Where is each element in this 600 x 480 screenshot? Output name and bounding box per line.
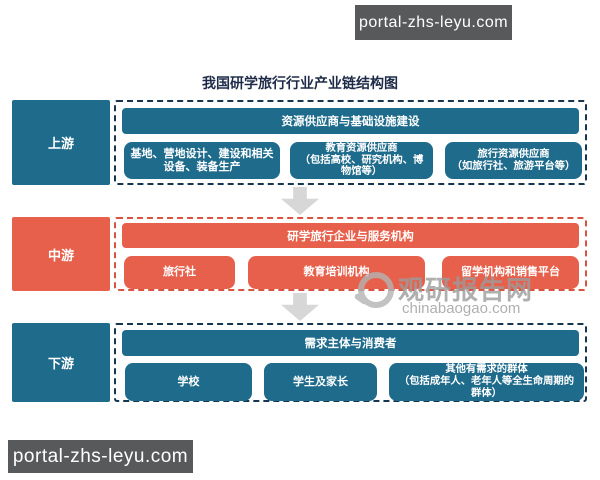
midstream-box-travel-agency: 旅行社	[124, 256, 235, 289]
box-line: 学生及家长	[293, 374, 348, 388]
midstream-box-education-training: 教育培训机构	[248, 256, 425, 289]
box-line: 旅行社	[163, 265, 196, 279]
box-line: （包括成年人、老年人等全生命周期的	[398, 375, 575, 388]
watermark-site-domain: chinabaogao.com	[402, 300, 521, 317]
box-line: 物馆等）	[340, 165, 383, 178]
box-line: 学校	[177, 374, 200, 388]
box-line: 留学机构和销售平台	[461, 265, 560, 279]
midstream-header-bar: 研学旅行企业与服务机构	[122, 223, 579, 248]
box-line: 教育资源供应商	[325, 141, 398, 154]
box-line: 基地、营地设计、建设和相关	[130, 146, 274, 160]
section-downstream: 下游 需求主体与消费者 学校 学生及家长 其他有需求的群体 （包括成年人、老年人…	[0, 323, 600, 402]
upstream-box-base-camp: 基地、营地设计、建设和相关 设备、装备生产	[124, 142, 280, 179]
downstream-label: 下游	[12, 323, 110, 402]
upstream-box-travel-resources: 旅行资源供应商 （如旅行社、旅游平台等）	[445, 142, 582, 179]
watermark-site-name: 观研报告网	[398, 276, 534, 306]
upstream-box-education-resources: 教育资源供应商 （包括高校、研究机构、博 物馆等）	[290, 142, 433, 179]
midstream-dashed-container: 研学旅行企业与服务机构 旅行社 教育培训机构 留学机构和销售平台	[114, 217, 587, 291]
box-line: 群体）	[471, 386, 502, 399]
upstream-header-bar: 资源供应商与基础设施建设	[122, 108, 579, 134]
box-line: （如旅行社、旅游平台等）	[451, 159, 576, 172]
midstream-box-study-abroad-sales: 留学机构和销售平台	[442, 256, 579, 289]
downstream-header-bar: 需求主体与消费者	[122, 330, 579, 356]
watermark-url-badge-top: portal-zhs-leyu.com	[355, 5, 512, 40]
section-upstream: 上游 资源供应商与基础设施建设 基地、营地设计、建设和相关 设备、装备生产 教育…	[0, 100, 600, 185]
box-line: （包括高校、研究机构、博	[299, 153, 424, 166]
magnifier-logo-icon	[358, 272, 394, 308]
site-watermark: 观研报告网 chinabaogao.com	[352, 268, 552, 318]
downstream-box-other-groups: 其他有需求的群体 （包括成年人、老年人等全生命周期的 群体）	[389, 363, 584, 401]
box-line: 教育培训机构	[303, 265, 370, 279]
watermark-url-badge-bottom: portal-zhs-leyu.com	[8, 440, 193, 473]
upstream-label: 上游	[12, 100, 110, 185]
page-title: 我国研学旅行行业产业链结构图	[202, 76, 398, 92]
down-arrow-icon	[281, 187, 319, 215]
box-line: 旅行资源供应商	[477, 147, 550, 160]
upstream-dashed-container: 资源供应商与基础设施建设 基地、营地设计、建设和相关 设备、装备生产 教育资源供…	[114, 100, 587, 185]
box-line: 其他有需求的群体	[445, 363, 528, 376]
downstream-box-students-parents: 学生及家长	[264, 363, 377, 401]
section-midstream: 中游 研学旅行企业与服务机构 旅行社 教育培训机构 留学机构和销售平台	[0, 217, 600, 291]
downstream-dashed-container: 需求主体与消费者 学校 学生及家长 其他有需求的群体 （包括成年人、老年人等全生…	[114, 323, 587, 402]
box-line: 设备、装备生产	[163, 159, 241, 173]
down-arrow-icon	[281, 293, 319, 321]
downstream-box-schools: 学校	[125, 363, 252, 401]
midstream-label: 中游	[12, 217, 110, 291]
